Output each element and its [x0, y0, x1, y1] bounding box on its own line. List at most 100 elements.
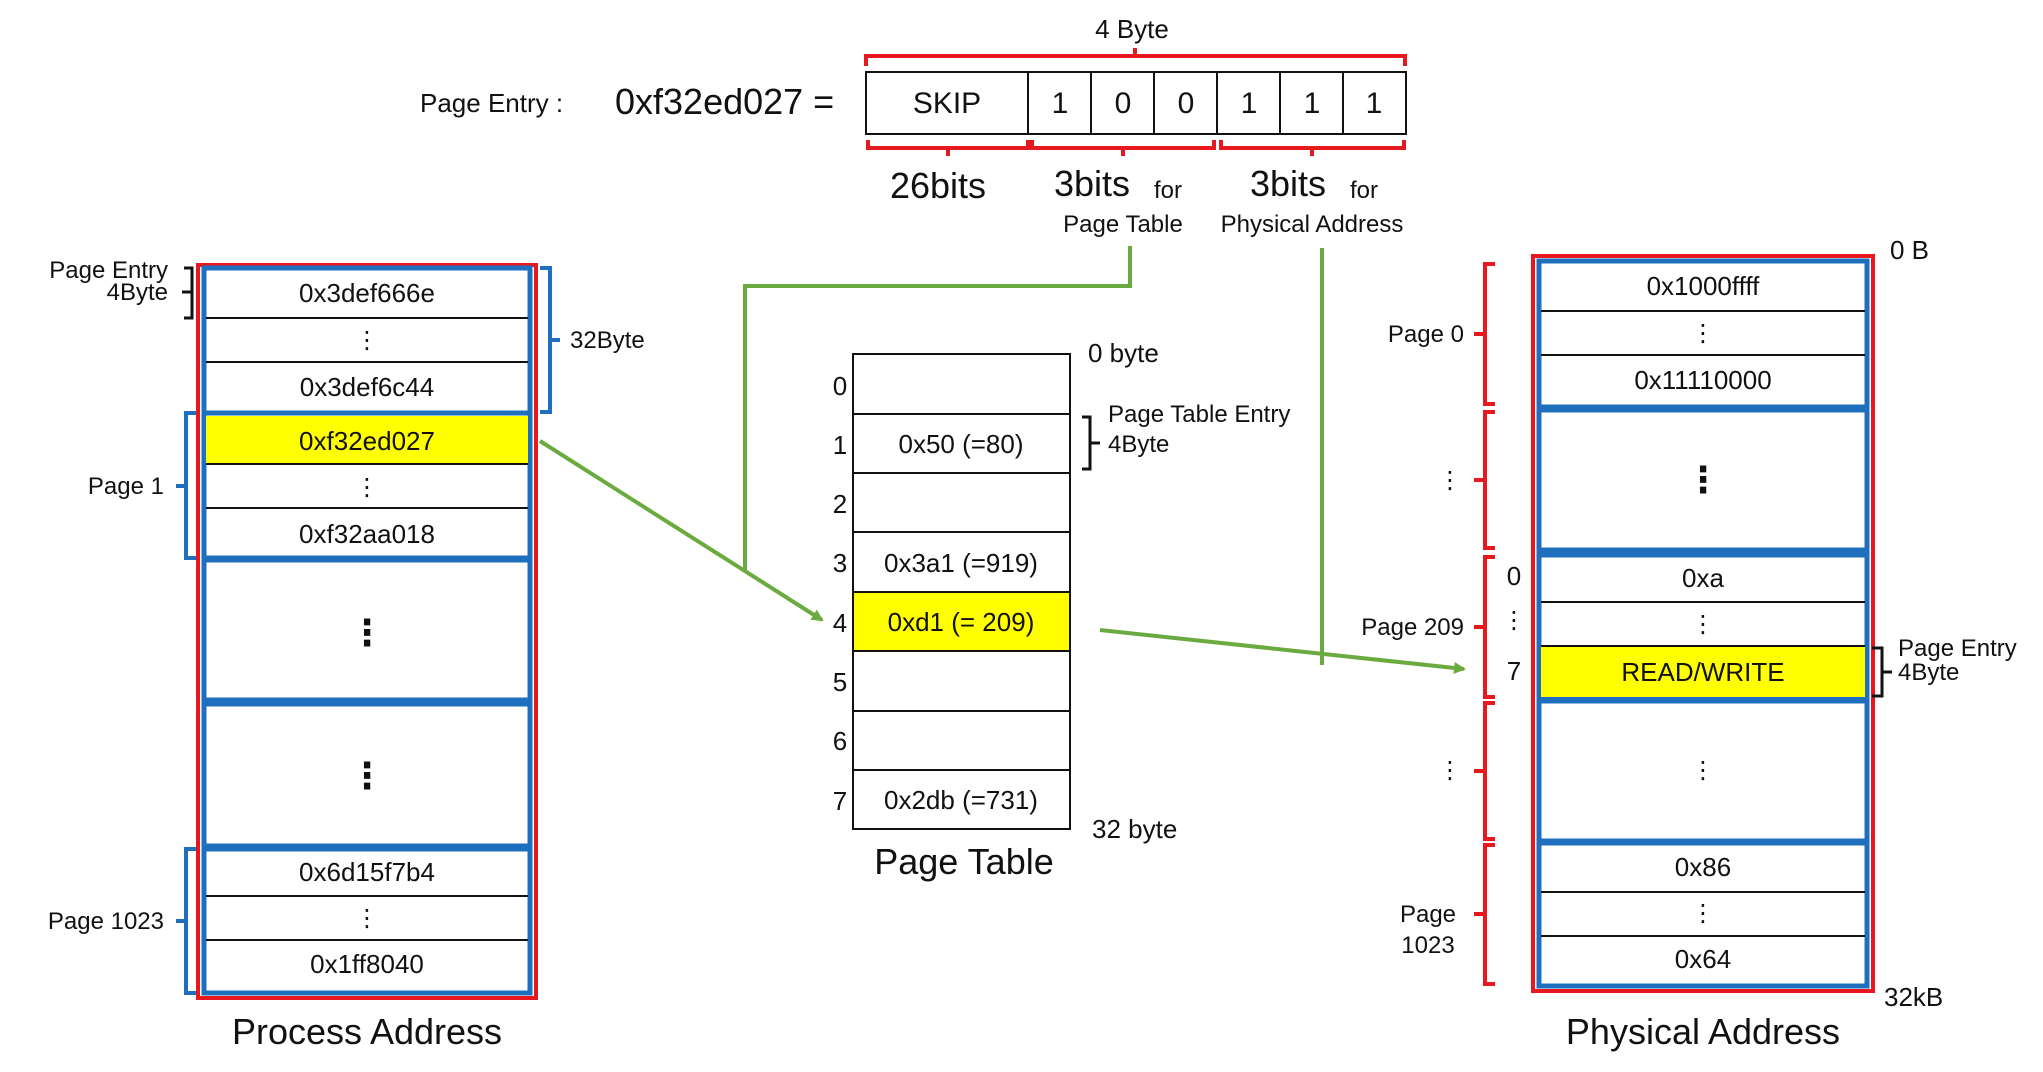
bits-physical-main: 3bits: [1250, 163, 1326, 204]
page-table-cell: 0x3a1 (=919): [884, 548, 1038, 578]
arrow-process-to-page-table: [538, 439, 824, 622]
physical-page-dots-box-2: [1536, 698, 1870, 844]
page-table-index: 0: [833, 371, 847, 401]
process-page1023-bracket: [176, 847, 196, 995]
page-table-index: 2: [833, 489, 847, 519]
process-cell: 0x3def6c44: [300, 372, 434, 402]
page-table-top-label: 0 byte: [1088, 338, 1159, 368]
process-page1-bracket: [176, 411, 196, 560]
process-cell: 0x6d15f7b4: [299, 857, 435, 887]
process-page-dots-b: [201, 701, 533, 849]
process-cell: ⋮: [355, 474, 379, 501]
process-cell-highlighted: 0xf32ed027: [299, 426, 435, 456]
page-table-index: 5: [833, 667, 847, 697]
bracket-physical-bits: [1219, 140, 1406, 156]
page-table-bottom-label: 32 byte: [1092, 814, 1177, 844]
physical-dots-upper-bracket: [1474, 410, 1495, 550]
page-table-entry-bracket: [1082, 415, 1100, 471]
physical-index-7: 7: [1507, 656, 1521, 686]
process-page1023-label: Page 1023: [48, 908, 164, 935]
page-table-cell: 0x50 (=80): [898, 429, 1023, 459]
physical-cell: ⋮: [1691, 320, 1715, 347]
process-page-dots-a: [201, 557, 533, 703]
page-table-index: 6: [833, 726, 847, 756]
physical-page-1023-box: [1536, 840, 1870, 989]
physical-entry-label-1: Page Entry: [1898, 635, 2017, 662]
bits-page-table-for: for: [1154, 177, 1182, 204]
arrow-page-table-to-physical: [1099, 628, 1466, 674]
process-cell: ⋮: [355, 327, 379, 354]
process-title: Process Address: [232, 1011, 502, 1052]
physical-cell: 0x11110000: [1634, 365, 1771, 395]
physical-page209-bracket: [1474, 555, 1495, 699]
page-table-index: 1: [833, 430, 847, 460]
process-cell-dots: ⋮: [349, 612, 385, 653]
process-highlight-cell: [206, 416, 528, 464]
page-table-entry-label-1: Page Table Entry: [1108, 401, 1290, 428]
physical-page0-bracket: [1474, 262, 1495, 406]
physical-title: Physical Address: [1566, 1011, 1840, 1052]
physical-page209-label: Page 209: [1361, 614, 1464, 641]
bracket-page-table-bits: [1030, 140, 1216, 156]
physical-dots-lower-label: ⋮: [1438, 757, 1462, 784]
process-cell: 0xf32aa018: [299, 519, 435, 549]
bits-skip-label: 26bits: [890, 165, 986, 206]
process-entry-bracket: [182, 266, 194, 320]
physical-page0-label: Page 0: [1388, 321, 1464, 348]
bit-field-5: 1: [1304, 87, 1321, 120]
page-table-title: Page Table: [874, 841, 1054, 882]
bit-field-3: 0: [1178, 87, 1195, 120]
bits-physical-for: for: [1350, 177, 1378, 204]
physical-cell: 0xa: [1682, 563, 1724, 593]
physical-entry-bracket: [1872, 646, 1892, 698]
bits-physical-desc: Physical Address: [1221, 211, 1404, 238]
process-page-1023-box: [201, 846, 533, 996]
physical-cell: 0x64: [1675, 944, 1731, 974]
process-32byte-bracket: [540, 266, 560, 414]
physical-cell-dots: ⋮: [1685, 459, 1721, 500]
process-cell: 0x3def666e: [299, 278, 435, 308]
bit-field-1: 1: [1052, 87, 1069, 120]
bit-field-6: 1: [1366, 87, 1383, 120]
process-outer-box: [196, 263, 538, 1000]
physical-cell: ⋮: [1691, 757, 1715, 784]
process-cell-dots: ⋮: [349, 755, 385, 796]
page-entry-size-label: 4 Byte: [1095, 14, 1169, 44]
bit-field-skip: SKIP: [913, 87, 981, 120]
page-table-index: 7: [833, 786, 847, 816]
bracket-skip: [866, 140, 1030, 156]
bit-field-4: 1: [1241, 87, 1258, 120]
physical-top-label: 0 B: [1890, 235, 1929, 265]
physical-page-0-box: [1536, 258, 1870, 410]
line-bits-to-page-table: [743, 246, 1132, 570]
page-table-index: 3: [833, 548, 847, 578]
physical-page1023-label-1: Page: [1400, 901, 1456, 928]
process-page-0-box: [201, 265, 533, 416]
physical-dots-upper-label: ⋮: [1438, 467, 1462, 494]
page-table-cell: 0x2db (=731): [884, 785, 1038, 815]
page-table-index: 4: [833, 608, 847, 638]
process-page1-label: Page 1: [88, 473, 164, 500]
physical-page-dots-box: [1536, 407, 1870, 553]
physical-cell: ⋮: [1691, 611, 1715, 638]
page-entry-section: Page Entry : 0xf32ed027 = 4 Byte SKIP 1 …: [420, 14, 1407, 238]
page-table-section: 0 1 2 3 4 5 6 7 0x50 (=80) 0x3a1 (=919) …: [833, 338, 1291, 882]
process-cell: ⋮: [355, 905, 379, 932]
physical-address-section: 0x1000ffff ⋮ 0x11110000 ⋮ 0xa ⋮ READ/WRI…: [1361, 235, 2017, 1052]
physical-cell: 0x1000ffff: [1647, 271, 1761, 301]
bit-field-box: [865, 71, 1407, 135]
page-entry-size-bracket: [864, 48, 1407, 66]
physical-index-0: 0: [1507, 561, 1521, 591]
process-32byte-label: 32Byte: [570, 327, 645, 354]
physical-bottom-label: 32kB: [1884, 982, 1943, 1012]
physical-page1023-label-2: 1023: [1401, 932, 1454, 959]
bits-page-table-desc: Page Table: [1063, 211, 1183, 238]
process-address-section: 0x3def666e ⋮ 0x3def6c44 0xf32ed027 ⋮ 0xf…: [48, 257, 645, 1052]
page-entry-value: 0xf32ed027 =: [615, 81, 834, 122]
physical-cell: ⋮: [1691, 900, 1715, 927]
page-table-highlight-cell: [854, 592, 1069, 651]
physical-cell: 0x86: [1675, 852, 1731, 882]
physical-dots-lower-bracket: [1474, 701, 1495, 841]
physical-outer-box: [1531, 254, 1875, 993]
